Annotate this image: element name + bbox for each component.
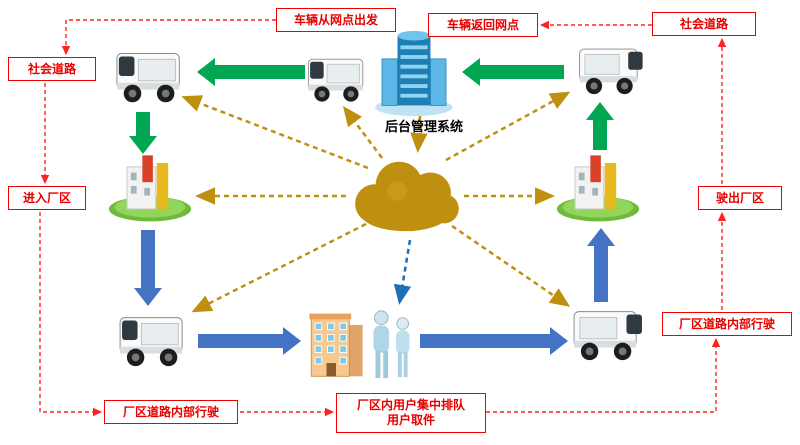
label-exit-factory: 驶出厂区 xyxy=(698,186,782,210)
green-arrow-to-left-vehicle xyxy=(197,58,305,86)
delivery-vehicle-icon xyxy=(119,317,183,367)
link-cloud-vehicle-top-center xyxy=(343,106,383,159)
label-user-queue-line2: 用户取件 xyxy=(386,413,435,427)
green-arrow-return-depot xyxy=(462,58,564,86)
label-internal-drive-right: 厂区道路内部行驶 xyxy=(662,312,792,336)
link-cloud-vehicle-bottom-left xyxy=(191,222,367,313)
label-social-road-right: 社会道路 xyxy=(652,12,756,36)
blue-arrow-up-factory xyxy=(587,228,615,302)
green-route-arrows xyxy=(129,58,614,154)
link-cloud-vehicle-bottom-right xyxy=(451,224,571,307)
link-cloud-campus-building xyxy=(393,239,412,305)
green-arrow-enter-factory xyxy=(129,112,157,154)
factory-icon xyxy=(556,155,640,222)
label-vehicle-depart: 车辆从网点出发 xyxy=(276,8,396,32)
label-user-queue-line1: 厂区内用户集中排队 xyxy=(356,398,465,412)
delivery-vehicle-icon xyxy=(307,58,364,102)
delivery-vehicle-icon xyxy=(116,53,180,103)
delivery-vehicle-icon xyxy=(573,311,642,361)
backend-system-title: 后台管理系统 xyxy=(384,119,463,134)
red-flow-links xyxy=(39,19,727,417)
red-link-depart-social-left xyxy=(61,19,276,56)
blue-arrow-to-right-vehicle xyxy=(420,327,568,355)
label-user-queue: 厂区内用户集中排队 用户取件 xyxy=(336,393,486,433)
blue-route-arrows xyxy=(134,228,615,355)
label-social-road-left: 社会道路 xyxy=(8,57,96,81)
label-vehicle-return: 车辆返回网点 xyxy=(428,13,538,37)
server-building-icon xyxy=(375,30,453,117)
label-enter-factory: 进入厂区 xyxy=(8,186,86,210)
link-cloud-vehicle-top-left xyxy=(181,95,369,170)
label-internal-drive-bottom: 厂区道路内部行驶 xyxy=(104,400,238,424)
factory-icon xyxy=(108,155,192,222)
blue-arrow-factory-down xyxy=(134,230,162,306)
green-arrow-exit-factory xyxy=(586,102,614,150)
cloud-icon xyxy=(355,161,459,232)
people-queue-icon xyxy=(373,310,410,379)
red-link-enter-internal xyxy=(39,212,103,417)
cloud-links xyxy=(181,91,571,313)
campus-building-icon xyxy=(309,313,363,377)
link-cloud-vehicle-top-right xyxy=(445,91,571,162)
delivery-vehicle-icon xyxy=(579,48,643,95)
blue-arrow-to-building xyxy=(198,327,301,355)
